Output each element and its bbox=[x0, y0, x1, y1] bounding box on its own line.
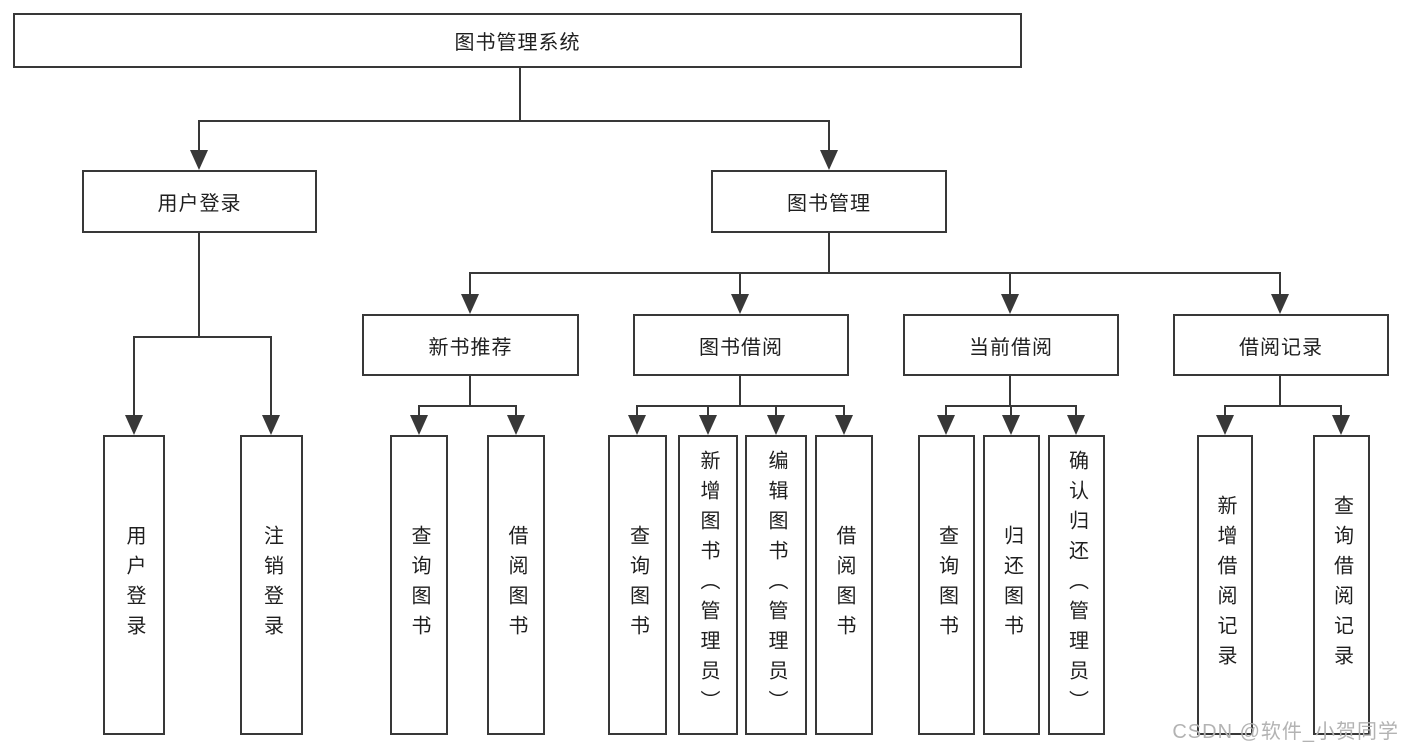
arrowhead-book-borrow bbox=[731, 294, 749, 314]
leaf-cur-return-books-label: 归还图书 bbox=[1000, 525, 1023, 645]
connector-rec-split bbox=[418, 405, 517, 407]
leaf-bor-add-books: 新增图书（管理员） bbox=[678, 435, 738, 735]
arrowhead-cur-query-books bbox=[937, 415, 955, 435]
leaf-bor-query-books: 查询图书 bbox=[608, 435, 667, 735]
node-current-borrow: 当前借阅 bbox=[903, 314, 1119, 376]
connector-recd-split bbox=[1224, 405, 1342, 407]
arrowhead-rec-query-books bbox=[410, 415, 428, 435]
arrowhead-leaf-user-login bbox=[125, 415, 143, 435]
node-book-borrow: 图书借阅 bbox=[633, 314, 849, 376]
arrowhead-recd-query-record bbox=[1332, 415, 1350, 435]
leaf-rec-query-books: 查询图书 bbox=[390, 435, 448, 735]
node-new-book-recommend: 新书推荐 bbox=[362, 314, 579, 376]
node-user-login-branch: 用户登录 bbox=[82, 170, 317, 233]
connector-cur-drop-2 bbox=[1010, 405, 1012, 417]
arrowhead-rec-borrow-books bbox=[507, 415, 525, 435]
arrowhead-new-book-recommend bbox=[461, 294, 479, 314]
connector-mgmt-stem bbox=[828, 233, 830, 272]
connector-recd-drop-2 bbox=[1340, 405, 1342, 417]
node-borrow-records-label: 借阅记录 bbox=[1239, 336, 1323, 359]
leaf-bor-edit-books-label: 编辑图书（管理员） bbox=[765, 450, 787, 720]
leaf-logout-label: 注销登录 bbox=[260, 525, 283, 645]
leaf-user-login-label: 用户登录 bbox=[123, 525, 145, 645]
connector-root-drop-right bbox=[828, 120, 830, 152]
connector-rec-drop-2 bbox=[515, 405, 517, 417]
connector-mgmt-drop-2 bbox=[739, 272, 741, 296]
leaf-user-login: 用户登录 bbox=[103, 435, 165, 735]
leaf-recd-query-record-label: 查询借阅记录 bbox=[1330, 495, 1353, 675]
leaf-rec-borrow-books-label: 借阅图书 bbox=[505, 525, 527, 645]
leaf-bor-add-books-label: 新增图书（管理员） bbox=[697, 450, 719, 720]
node-root-label: 图书管理系统 bbox=[454, 32, 581, 54]
connector-recd-drop-1 bbox=[1224, 405, 1226, 417]
connector-root-split bbox=[199, 120, 830, 122]
node-new-book-recommend-label: 新书推荐 bbox=[428, 336, 513, 359]
arrowhead-current-borrow bbox=[1001, 294, 1019, 314]
leaf-bor-edit-books: 编辑图书（管理员） bbox=[745, 435, 807, 735]
connector-mgmt-split bbox=[469, 272, 1281, 274]
arrowhead-borrow-records bbox=[1271, 294, 1289, 314]
arrowhead-bor-borrow-books bbox=[835, 415, 853, 435]
connector-recd-stem bbox=[1279, 376, 1281, 407]
node-root: 图书管理系统 bbox=[13, 13, 1022, 68]
connector-cur-drop-3 bbox=[1075, 405, 1077, 417]
leaf-rec-query-books-label: 查询图书 bbox=[408, 525, 430, 645]
leaf-recd-query-record: 查询借阅记录 bbox=[1313, 435, 1370, 735]
leaf-rec-borrow-books: 借阅图书 bbox=[487, 435, 545, 735]
leaf-bor-query-books-label: 查询图书 bbox=[626, 525, 649, 645]
connector-rec-drop-1 bbox=[418, 405, 420, 417]
arrowhead-leaf-logout bbox=[262, 415, 280, 435]
leaf-bor-borrow-books-label: 借阅图书 bbox=[833, 525, 855, 645]
leaf-cur-query-books-label: 查询图书 bbox=[935, 525, 958, 645]
connector-bor-drop-3 bbox=[775, 405, 777, 417]
connector-bor-drop-2 bbox=[707, 405, 709, 417]
leaf-logout: 注销登录 bbox=[240, 435, 303, 735]
arrowhead-cur-return-books bbox=[1002, 415, 1020, 435]
csdn-watermark: CSDN @软件_小贺同学 bbox=[1172, 721, 1399, 743]
arrowhead-bor-add-books bbox=[699, 415, 717, 435]
connector-bor-drop-1 bbox=[636, 405, 638, 417]
node-book-management-branch: 图书管理 bbox=[711, 170, 947, 233]
leaf-bor-borrow-books: 借阅图书 bbox=[815, 435, 873, 735]
connector-bor-stem bbox=[739, 376, 741, 407]
connector-root-stem bbox=[519, 68, 521, 120]
connector-userlogin-drop-1 bbox=[133, 336, 135, 417]
node-user-login-branch-label: 用户登录 bbox=[157, 193, 242, 215]
leaf-cur-query-books: 查询图书 bbox=[918, 435, 975, 735]
arrowhead-bor-query-books bbox=[628, 415, 646, 435]
connector-userlogin-split bbox=[133, 336, 272, 338]
connector-cur-stem bbox=[1009, 376, 1011, 407]
connector-userlogin-stem bbox=[198, 233, 200, 336]
leaf-cur-confirm-return: 确认归还（管理员） bbox=[1048, 435, 1105, 735]
node-book-borrow-label: 图书借阅 bbox=[699, 336, 783, 359]
node-borrow-records: 借阅记录 bbox=[1173, 314, 1389, 376]
connector-mgmt-drop-3 bbox=[1009, 272, 1011, 296]
node-current-borrow-label: 当前借阅 bbox=[969, 336, 1053, 359]
connector-bor-split bbox=[636, 405, 845, 407]
leaf-recd-add-record-label: 新增借阅记录 bbox=[1214, 495, 1236, 675]
arrowhead-user-login-branch bbox=[190, 150, 208, 170]
leaf-recd-add-record: 新增借阅记录 bbox=[1197, 435, 1253, 735]
node-book-management-branch-label: 图书管理 bbox=[787, 193, 871, 215]
arrowhead-cur-confirm-return bbox=[1067, 415, 1085, 435]
arrowhead-book-management-branch bbox=[820, 150, 838, 170]
connector-mgmt-drop-4 bbox=[1279, 272, 1281, 296]
connector-userlogin-drop-2 bbox=[270, 336, 272, 417]
arrowhead-recd-add-record bbox=[1216, 415, 1234, 435]
connector-root-drop-left bbox=[198, 120, 200, 152]
connector-bor-drop-4 bbox=[843, 405, 845, 417]
leaf-cur-return-books: 归还图书 bbox=[983, 435, 1040, 735]
leaf-cur-confirm-return-label: 确认归还（管理员） bbox=[1065, 450, 1088, 720]
arrowhead-bor-edit-books bbox=[767, 415, 785, 435]
connector-mgmt-drop-1 bbox=[469, 272, 471, 296]
connector-cur-drop-1 bbox=[945, 405, 947, 417]
connector-rec-stem bbox=[469, 376, 471, 407]
